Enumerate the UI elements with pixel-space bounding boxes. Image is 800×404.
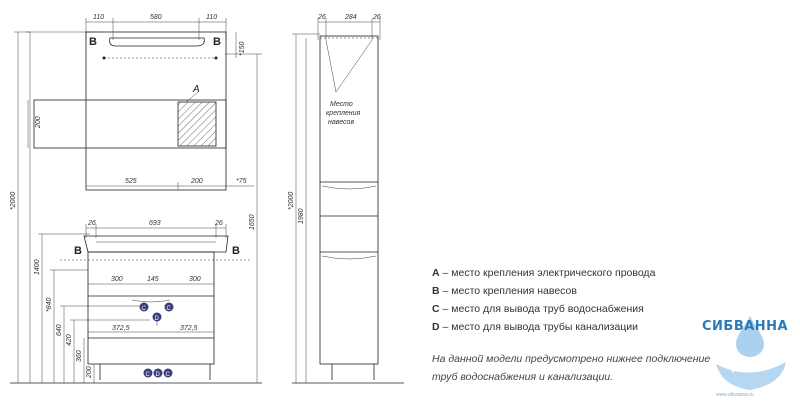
dim-col-284: 284	[344, 14, 357, 21]
marker-bottom-c1: C	[146, 372, 151, 378]
legend-row-a: A – место крепления электрического прово…	[432, 264, 732, 282]
dim-mirror-110-left: 110	[93, 14, 104, 21]
dim-col-26-left: 26	[317, 14, 326, 21]
mount-label-line1: Место	[330, 101, 353, 108]
dim-col-2000: *2000	[288, 192, 295, 210]
dim-mirror-110-right: 110	[206, 14, 217, 21]
legend-row-d: D – место для вывода трубы канализации	[432, 318, 732, 336]
dim-cab-26-right: 26	[214, 220, 223, 227]
legend-key-d: D	[432, 321, 440, 333]
marker-bottom-d: D	[156, 372, 161, 378]
dim-200: 200	[86, 366, 93, 379]
sibvanna-logo	[716, 316, 786, 390]
mirror-front-view: 110 580 110 B B *150 A 200 525 200 *75	[27, 14, 254, 191]
dim-75: *75	[236, 178, 247, 185]
pipe-d	[152, 312, 162, 322]
dim-shelf-200: 200	[35, 116, 42, 129]
dim-pipe-300-left: 300	[111, 276, 123, 283]
cabinet-front-view: 26 693 26 B B 300 145 300 C C 372,5 372,…	[46, 220, 252, 383]
dim-mirror-150: *150	[239, 41, 246, 56]
pipe-c-left	[139, 302, 149, 312]
dim-360: 360	[76, 350, 83, 362]
connection-note: На данной модели предусмотрено нижнее по…	[432, 353, 711, 383]
legend-key-a: A	[432, 267, 440, 279]
marker-c-right: C	[167, 306, 172, 312]
dim-cab-693: 693	[149, 220, 161, 227]
marker-b-mirror-right: B	[213, 36, 221, 48]
mirror-light	[109, 37, 205, 47]
cabinet-body	[87, 251, 215, 365]
marker-a: A	[192, 84, 200, 95]
legend-row-c: C – место для вывода труб водоснабжения	[432, 300, 732, 318]
marker-c-left: C	[142, 306, 147, 312]
dim-pipe-372-left: 372,5	[112, 325, 130, 332]
pipe-c-right	[164, 302, 174, 312]
basin	[83, 235, 229, 253]
dim-525: 525	[125, 178, 137, 185]
dim-200: 200	[190, 178, 203, 185]
dim-col-26-right: 26	[372, 14, 381, 21]
logo-url: www.sibvanna.ru	[716, 392, 754, 398]
overall-height-dims: *2000 1400 1650	[10, 31, 262, 383]
marker-b-cab-left: B	[74, 245, 82, 257]
legend-text-b: – место крепления навесов	[439, 285, 577, 297]
dim-pipe-372-right: 372,5	[180, 325, 198, 332]
marker-b-cab-right: B	[232, 245, 240, 257]
dim-pipe-300-right: 300	[189, 276, 201, 283]
marker-bottom-c2: C	[166, 372, 171, 378]
pipe-bottom-d	[153, 368, 163, 378]
dim-420: 420	[66, 334, 73, 346]
dim-col-1980: 1980	[298, 208, 305, 224]
dim-mirror-580: 580	[150, 14, 162, 21]
legend-row-b: B – место крепления навесов	[432, 282, 732, 300]
legend-text-c: – место для вывода труб водоснабжения	[439, 303, 644, 315]
marker-d: D	[155, 316, 160, 322]
mount-label-line2: крепления	[326, 110, 361, 117]
mount-label-line3: навесов	[328, 119, 354, 126]
mirror-shelf	[33, 99, 227, 149]
pipe-bottom-c1	[143, 368, 153, 378]
legend-key-b: B	[432, 285, 440, 297]
dim-cab-26-left: 26	[87, 220, 96, 227]
column-side-view: 26 284 26 Место крепления навесов *2000 …	[288, 14, 381, 383]
column-body	[319, 35, 379, 365]
dim-cabinet-1400: 1400	[34, 259, 41, 275]
legend-key-c: C	[432, 303, 440, 315]
pipe-bottom-c2	[163, 368, 173, 378]
dim-640: 640	[56, 324, 63, 336]
electric-wire-zone	[177, 101, 217, 147]
logo-name: СИБВАННА	[702, 319, 789, 334]
dim-pipe-145: 145	[147, 276, 159, 283]
dim-mirror-1650: 1650	[249, 214, 256, 230]
legend-text-a: – место крепления электрического провода	[439, 267, 656, 279]
legend: A – место крепления электрического прово…	[432, 264, 732, 336]
marker-b-mirror-left: B	[89, 36, 97, 48]
dim-840: *840	[46, 297, 53, 312]
dim-overall-2000: *2000	[10, 192, 17, 210]
legend-text-d: – место для вывода трубы канализации	[439, 321, 639, 333]
